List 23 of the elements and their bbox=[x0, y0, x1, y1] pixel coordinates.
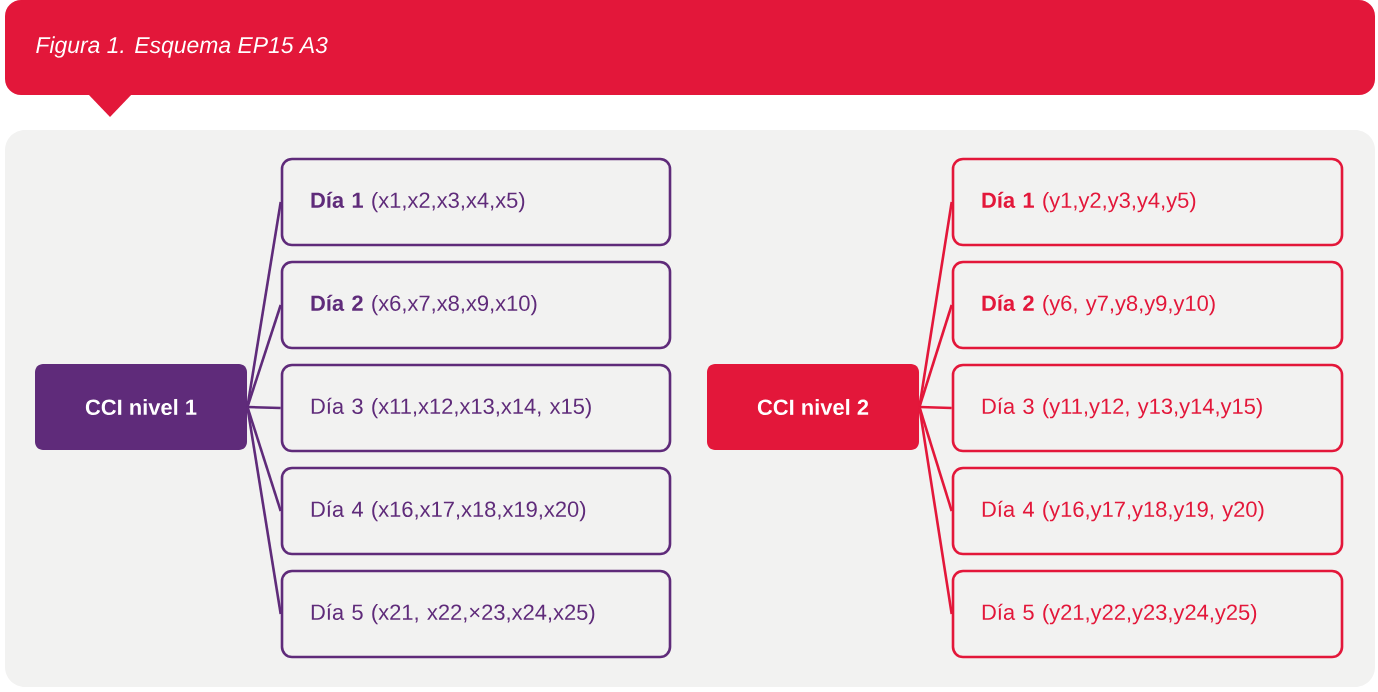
title: Figura 1. Esquema EP15 A3 bbox=[36, 36, 328, 58]
connector-line bbox=[246, 201, 282, 408]
day-box: Día 3 (y11,y12, y13,y14,y15) bbox=[951, 363, 1344, 453]
level-box: CCI nivel 1 bbox=[35, 364, 247, 450]
day-box: Día 3 (x11,x12,x13,x14, x15) bbox=[280, 363, 672, 453]
day-box: Día 4 (y16,y17,y18,y19, y20) bbox=[951, 466, 1344, 556]
day-box: Día 5 (y21,y22,y23,y24,y25) bbox=[951, 569, 1344, 659]
connector-line bbox=[247, 405, 281, 410]
day-box: Día 1 (x1,x2,x3,x4,x5) bbox=[280, 157, 672, 247]
connector-line bbox=[246, 406, 282, 512]
day-box: Día 4 (x16,x17,x18,x19,x20) bbox=[280, 466, 672, 556]
connector-line bbox=[919, 405, 952, 410]
day-box: Día 2 (x6,x7,x8,x9,x10) bbox=[280, 260, 672, 350]
connector-line bbox=[918, 304, 953, 408]
connector-line bbox=[246, 406, 282, 615]
connector-line bbox=[918, 201, 953, 408]
level-box: CCI nivel 2 bbox=[707, 364, 919, 450]
day-box: Día 5 (x21, x22,×23,x24,x25) bbox=[280, 569, 672, 659]
connector-line bbox=[246, 304, 282, 408]
day-box: Día 2 (y6, y7,y8,y9,y10) bbox=[951, 260, 1344, 350]
day-box: Día 1 (y1,y2,y3,y4,y5) bbox=[951, 157, 1344, 247]
connector-line bbox=[918, 406, 953, 512]
connector-line bbox=[918, 406, 953, 615]
